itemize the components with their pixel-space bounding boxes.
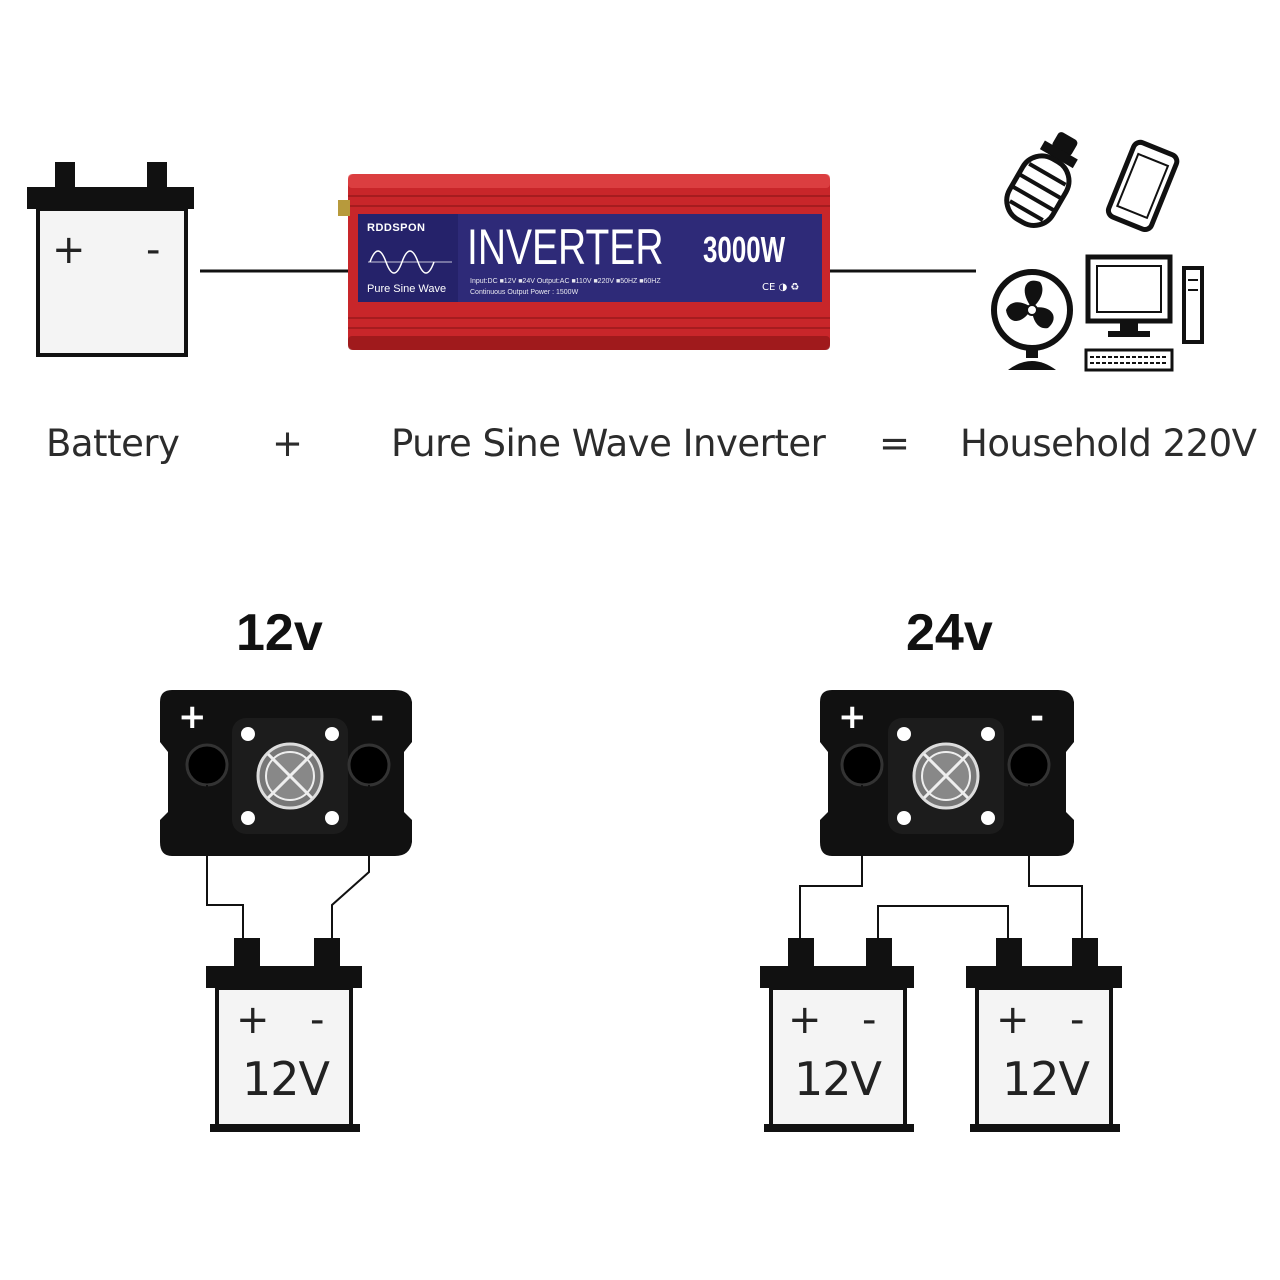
battery-12v-icon [206,938,362,1132]
inverter-power: 3000W [703,229,786,270]
equation-output: Household 220V [960,422,1257,465]
inverter-certifications: CE ◑ ♻ [762,282,800,293]
inverter-title: INVERTER [467,219,664,275]
inverter-terminal-panel-12v [160,690,412,856]
equation-inverter: Pure Sine Wave Inverter [391,422,826,465]
wiring-24v [799,785,1083,942]
inverter-brand: RDDSPON [367,222,426,234]
config-12v-terminal-minus: - [370,697,385,737]
config-24v-terminal-minus: - [1030,697,1045,737]
inverter-spec-line2: Continuous Output Power : 1500W [470,289,579,296]
equation-plus: + [272,422,303,465]
battery-24v-2-voltage: 12V [1002,1052,1090,1106]
fan-icon [991,269,1073,370]
equation-equals: = [879,422,910,465]
battery-24v-1-voltage: 12V [794,1052,882,1106]
config-12v-terminal-plus: + [178,697,207,737]
battery-24v-1-minus: - [862,997,877,1043]
bulb-icon [1004,132,1078,228]
battery-24v-1-icon [760,938,914,1132]
battery-24v-2-icon [966,938,1122,1132]
computer-icon [1084,254,1204,372]
inverter-spec-line1: Input:DC ■12V ■24V Output:AC ■110V ■220V… [470,278,661,285]
battery-12v-voltage: 12V [242,1052,330,1106]
inverter-terminal-panel-24v [820,690,1074,856]
battery-12v-minus: - [310,997,325,1043]
inverter-icon [338,174,830,350]
phone-icon [1105,139,1180,233]
wiring-12v [206,785,370,942]
config-24v-terminal-plus: + [838,697,867,737]
battery-12v-plus: + [236,997,270,1043]
inverter-wave-label: Pure Sine Wave [367,283,447,295]
battery-24v-2-plus: + [996,997,1030,1043]
top-battery-icon [27,162,194,357]
equation-battery: Battery [46,422,180,465]
config-12v-title: 12v [236,604,323,662]
top-battery-plus: + [52,227,86,273]
config-24v-title: 24v [906,604,993,662]
top-battery-minus: - [146,227,161,273]
battery-24v-2-minus: - [1070,997,1085,1043]
battery-24v-1-plus: + [788,997,822,1043]
